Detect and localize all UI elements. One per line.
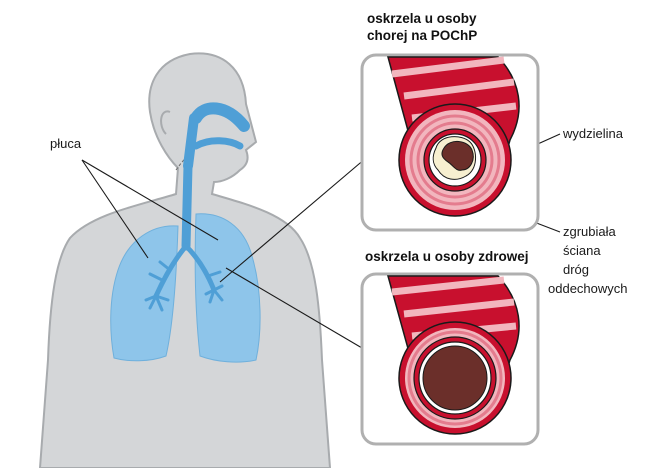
copd-bronchus-illustration: [387, 56, 520, 217]
wall-label-line1: zgrubiała: [563, 224, 616, 239]
copd-bronchus-panel: [360, 53, 540, 232]
nasal-cavity: [190, 102, 250, 132]
connector-to-copd: [219, 157, 367, 283]
left-small-branch: [158, 260, 172, 272]
healthy-tube-band-1: [391, 276, 505, 296]
right-bronchus: [183, 243, 217, 293]
human-silhouette: [38, 52, 332, 468]
right-lung: [194, 213, 261, 363]
copd-title-line2: chorej na POChP: [367, 28, 478, 43]
lungs: [110, 213, 261, 363]
wall-label-line4: oddechowych: [548, 281, 628, 296]
mouth-cavity: [192, 137, 244, 150]
copd-title-line1: oskrzela u osoby: [367, 11, 477, 26]
lungs-pointer-left: [81, 159, 149, 259]
left-lung: [110, 225, 179, 362]
healthy-ring-pink: [407, 330, 503, 426]
pharynx: [183, 113, 199, 171]
healthy-title: oskrzela u osoby zdrowej: [365, 249, 529, 264]
healthy-bronchus-panel: [360, 272, 540, 446]
ear-icon: [160, 110, 171, 135]
lungs-pointer-right: [81, 159, 219, 241]
wall-label-line3: dróg: [563, 262, 590, 277]
copd-tube-band-2: [403, 78, 515, 100]
wall-label-line2: ściana: [563, 243, 601, 258]
airways: [144, 102, 250, 312]
healthy-lumen: [422, 345, 488, 411]
copd-lumen: [441, 141, 474, 171]
lungs-label: płuca: [50, 136, 82, 151]
healthy-bronchus-illustration: [387, 275, 520, 435]
body-outline: [38, 52, 332, 468]
healthy-tube-band-2: [403, 298, 515, 318]
left-bronchus: [153, 243, 189, 299]
copd-ring-pink-2: [416, 121, 494, 199]
copd-tube-band-1: [391, 56, 505, 78]
trachea: [181, 161, 193, 251]
mucus-label: wydzielina: [563, 126, 623, 141]
connector-to-healthy: [225, 267, 363, 349]
left-branches: [144, 272, 170, 312]
copd-ring-pink: [409, 114, 501, 206]
right-branches: [204, 270, 224, 304]
